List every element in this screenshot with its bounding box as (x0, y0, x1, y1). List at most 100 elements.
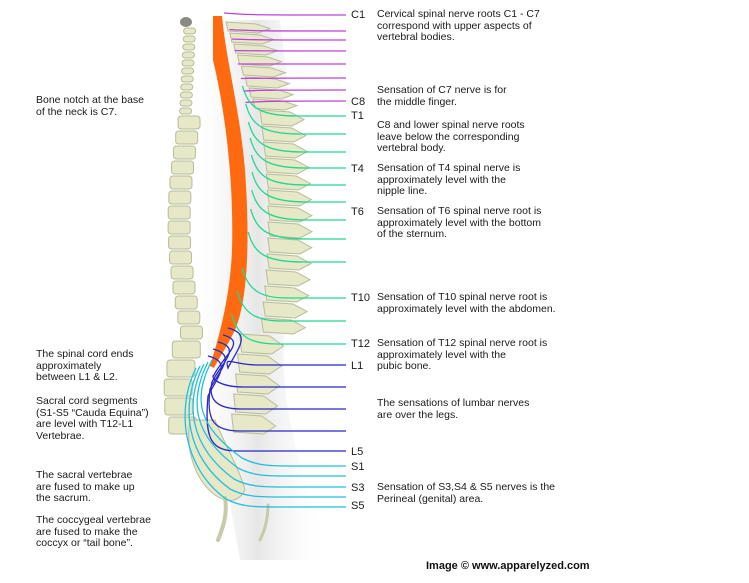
nerve-roots (184, 12, 347, 508)
spinous-process (264, 157, 311, 175)
level-label-l5: L5 (351, 446, 364, 458)
vertebral-body (163, 378, 193, 397)
spinous-process (267, 237, 313, 255)
note-t12: Sensation of T12 spinal nerve root is ap… (377, 337, 548, 372)
cervical-nerve-root (234, 49, 347, 52)
vertebral-body (170, 265, 194, 280)
level-label-s1: S1 (351, 461, 365, 473)
cervical-nerve-root (231, 38, 347, 41)
vertebral-body (169, 175, 193, 190)
thoracic-nerve-root (247, 231, 346, 263)
level-label-s5: S5 (351, 500, 365, 512)
note-cervical: Cervical spinal nerve roots C1 - C7 corr… (377, 8, 540, 43)
thoracic-nerve-root (241, 267, 346, 299)
thoracic-nerve-root (250, 154, 346, 186)
note-c7: Sensation of C7 nerve is for the middle … (377, 84, 507, 108)
vertebral-body (169, 250, 193, 265)
level-label-t6: T6 (351, 206, 364, 218)
spinous-process (229, 32, 276, 45)
spinous-process (260, 317, 307, 335)
vertebral-body (181, 51, 195, 59)
level-label-t1: T1 (351, 110, 364, 122)
sacral-nerve-root (200, 359, 346, 467)
vertebral-body (179, 325, 203, 340)
vertebral-body (179, 99, 193, 107)
thoracic-nerve-root (251, 189, 346, 221)
spinous-process (262, 141, 309, 159)
cervical-nerve-root (240, 77, 347, 80)
vertebral-body (172, 145, 196, 160)
vertebral-body (177, 115, 201, 130)
vertebral-body (174, 295, 198, 310)
spinous-process (240, 65, 287, 78)
level-label-t4: T4 (351, 163, 364, 175)
vertebral-body (181, 59, 195, 67)
vertebral-body (179, 107, 193, 115)
coccyx-right (258, 503, 270, 542)
lumbar-nerve-root (208, 348, 346, 432)
vertebral-body (180, 75, 194, 83)
vertebral-body (166, 359, 196, 378)
thoracic-nerve-root (247, 121, 346, 153)
vertebral-body (180, 83, 194, 91)
vertebral-body (175, 130, 199, 145)
thoracic-nerve-root (249, 137, 346, 169)
note-t10: Sensation of T10 spinal nerve root is ap… (377, 291, 556, 315)
note-sacral: Sensation of S3,S4 & S5 nerves is the Pe… (377, 481, 556, 505)
level-label-c1: C1 (351, 9, 366, 21)
spinous-process (235, 373, 281, 395)
note-t4: Sensation of T4 spinal nerve is approxim… (377, 162, 521, 197)
lumbar-nerve-root (206, 355, 346, 452)
sacrum-coccyx (188, 419, 270, 542)
note-t6: Sensation of T6 spinal nerve root is app… (377, 205, 542, 240)
thoracic-nerve-root (250, 208, 346, 240)
note-c7-notch: Bone notch at the base of the neck is C7… (36, 94, 144, 118)
thoracic-nerve-root (251, 171, 346, 203)
note-cauda-equina: Sacral cord segments (S1-S5 “Cauda Equin… (36, 395, 149, 442)
spinous-process (265, 269, 312, 287)
sacral-nerve-root (188, 365, 346, 498)
lumbar-nerve-root (210, 341, 346, 410)
thoracic-nerve-root (245, 103, 346, 135)
vertebral-body (167, 220, 191, 235)
note-lumbar: The sensations of lumbar nerves are over… (377, 397, 530, 421)
vertebral-body (168, 235, 192, 250)
sacral-nerve-root (184, 367, 346, 508)
skull-base (180, 17, 192, 27)
cervical-nerve-root (229, 28, 347, 32)
level-label-t12: T12 (351, 338, 370, 350)
vertebral-body (182, 35, 196, 43)
vertebral-body (168, 190, 192, 205)
vertebral-body (181, 67, 195, 75)
thoracic-nerve-root (241, 85, 346, 117)
image-credit: Image © www.apparelyzed.com (426, 560, 590, 572)
spinous-process (262, 301, 309, 319)
lumbar-nerve-root (226, 327, 346, 370)
note-cord-end: The spinal cord ends approximately betwe… (36, 348, 134, 383)
vertebral-body (171, 160, 195, 175)
vertebral-body (179, 91, 193, 99)
sacral-nerve-root (196, 361, 346, 477)
vertebral-body (177, 310, 201, 325)
lumbar-nerve-root (212, 334, 346, 388)
cervical-nerve-root (243, 89, 347, 92)
coccyx (216, 496, 228, 542)
cervical-nerve-root (223, 12, 347, 16)
spinal-cord (210, 16, 248, 368)
spinous-process (261, 125, 307, 143)
note-sacrum: The sacral vertebrae are fused to make u… (36, 469, 135, 504)
level-label-l1: L1 (351, 360, 364, 372)
level-label-c8: C8 (351, 96, 366, 108)
spinous-process (264, 285, 310, 303)
cervical-nerve-root (245, 100, 347, 104)
spinous-process (237, 353, 283, 375)
thoracic-nerve-root (236, 290, 346, 322)
spinous-process (233, 43, 280, 56)
sacral-nerve-root (192, 363, 346, 488)
note-c8: C8 and lower spinal nerve roots leave be… (377, 119, 525, 154)
note-coccyx: The coccygeal vertebrae are fused to mak… (36, 514, 151, 549)
level-label-t10: T10 (351, 292, 370, 304)
spine-shadow (185, 20, 330, 560)
vertebral-body (171, 340, 201, 359)
